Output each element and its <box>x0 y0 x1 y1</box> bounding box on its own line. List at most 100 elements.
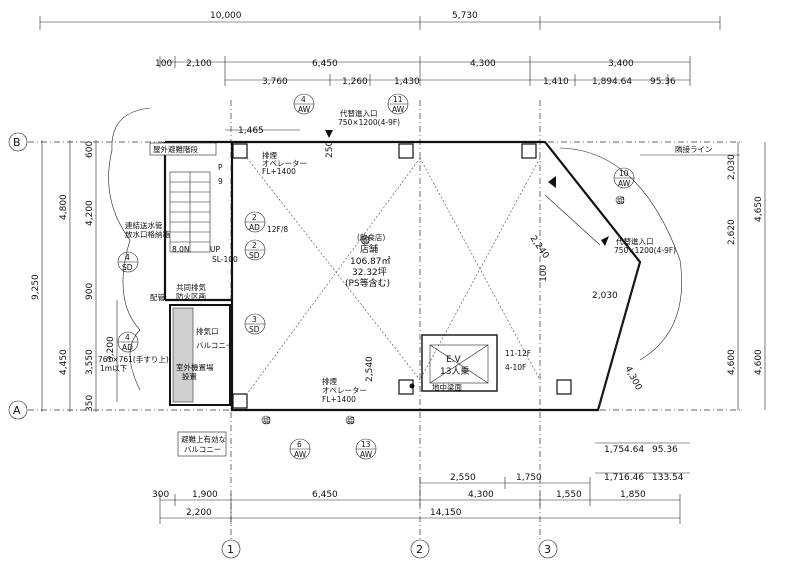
dim-left-7: 3,550 <box>85 349 95 375</box>
svg-text:3: 3 <box>252 315 257 324</box>
dim-left-8: 350 <box>85 395 95 412</box>
dim-bot-1: 2,550 <box>450 473 476 483</box>
left-dimensions: 9,250 4,800 4,450 600 4,200 900 3,550 35… <box>31 140 118 412</box>
dim-bot-3: 300 <box>152 490 169 500</box>
store-diagonals <box>246 157 541 395</box>
dim-left-9: 3,200 <box>106 336 116 362</box>
exterior-stair-box <box>149 142 217 156</box>
dim-top-11: 1,410 <box>543 77 569 87</box>
dim-top-3: 100 <box>155 59 172 69</box>
dim-int-3: 2,030 <box>592 291 618 301</box>
dim-bot-10: 14,150 <box>430 508 462 518</box>
operator-top-1: 排煙 <box>262 150 277 160</box>
pipe-note-2: 共同排気 <box>176 282 206 292</box>
svg-text:4: 4 <box>125 333 130 342</box>
sl-note: SL-100 <box>212 255 238 264</box>
svg-text:6: 6 <box>297 440 302 449</box>
dim-left-5: 4,200 <box>85 200 95 226</box>
level-1: 8.0N <box>172 245 190 254</box>
svg-text:SD: SD <box>249 325 260 334</box>
store-type: (飲食店) <box>357 232 385 242</box>
svg-text:AW: AW <box>618 179 631 188</box>
dim-top-2: 5,730 <box>452 11 478 21</box>
top-dimensions: 10,000 5,730 100 2,100 6,450 4,300 3,400… <box>39 11 721 136</box>
exterior-stair-label: 屋外避難階段 <box>153 144 198 154</box>
entry-right-title: 代替進入口 <box>616 236 654 246</box>
dim-top-7: 3,400 <box>608 59 634 69</box>
grid-label-b: B <box>13 136 21 149</box>
dim-top-5: 6,450 <box>312 59 338 69</box>
dim-bot-9: 2,200 <box>186 508 212 518</box>
svg-text:認: 認 <box>347 415 355 425</box>
dim-right-2: 2,620 <box>727 219 737 245</box>
ev-note: 地中梁面 <box>432 382 462 392</box>
grid-bubble-3 <box>538 539 558 559</box>
ev-floors-2: 4-10F <box>505 363 526 372</box>
dim-int-2: 100 <box>539 265 549 282</box>
elevator <box>421 334 498 392</box>
door-12f: 12F/8 <box>267 225 288 234</box>
dim-bot-12: 95.36 <box>652 445 678 455</box>
mark-4aw-top: 4AW <box>293 93 315 115</box>
operator-top-3: FL+1400 <box>262 167 296 176</box>
entry-top-title: 代替進入口 <box>340 108 378 118</box>
grid-bubble-1 <box>221 539 241 559</box>
svg-text:2: 2 <box>252 213 257 222</box>
dim-bot-8: 1,850 <box>620 490 646 500</box>
ac-note-1: 室外機置場 <box>176 362 214 372</box>
dim-int-5: 2,540 <box>365 356 375 382</box>
dim-right-1: 2,030 <box>727 154 737 180</box>
grid-label-a: A <box>13 404 21 417</box>
escape-balcony-2: バルコニー <box>184 445 221 454</box>
store-name: 店舗 <box>360 243 378 255</box>
ev-capacity: 13人乗 <box>440 365 469 377</box>
pipe-note-3: 防火区画 <box>176 291 206 301</box>
store-note: (PS等含む) <box>345 277 390 289</box>
dim-top-8: 3,760 <box>262 77 288 87</box>
stair <box>169 171 211 253</box>
svg-text:認: 認 <box>263 415 271 425</box>
dim-bot-2: 1,750 <box>516 473 542 483</box>
dim-bot-5: 6,450 <box>312 490 338 500</box>
right-diagonal-dim <box>544 194 601 246</box>
dim-top-12: 1,894.64 <box>592 77 632 87</box>
mark-2ad: 2AD <box>244 211 266 233</box>
dim-right-3: 4,650 <box>754 196 764 222</box>
dim-left-2: 4,800 <box>59 194 69 220</box>
mark-4sd: 4SD <box>117 251 139 273</box>
bottom-dimensions: 2,550 1,750 300 1,900 6,450 4,300 1,550 … <box>152 442 690 524</box>
handrail-note: 761×761(手すり上) <box>98 354 169 364</box>
grid-bubble-2 <box>410 539 430 559</box>
dim-bot-7: 1,550 <box>556 490 582 500</box>
dim-int-4: 4,300 <box>622 365 643 393</box>
entry-top-size: 750×1200(4-9F) <box>338 118 400 127</box>
stair-9: 9 <box>218 177 223 186</box>
dim-bot-4: 1,900 <box>192 490 218 500</box>
entry-right-size: 750×1200(4-9F) <box>614 246 676 255</box>
dim-int-1: 2,240 <box>528 234 551 261</box>
svg-text:AW: AW <box>298 105 311 114</box>
svg-text:13: 13 <box>361 440 371 449</box>
mark-2sd: 2SD <box>244 239 266 261</box>
ev-floors-1: 11-12F <box>505 349 531 358</box>
entry-triangle-1 <box>548 176 556 188</box>
stair-p: P <box>218 163 223 172</box>
balcony-label: バルコニー <box>196 341 233 350</box>
grid-label-2: 2 <box>416 543 423 556</box>
ac-note-2: 設置 <box>182 371 197 381</box>
grid-label-3: 3 <box>544 543 551 556</box>
svg-text:4: 4 <box>125 253 130 262</box>
operator-top-2: オペレーター <box>262 159 307 168</box>
dim-top-6: 4,300 <box>470 59 496 69</box>
dim-top-9: 1,260 <box>342 77 368 87</box>
escape-balcony-box <box>177 431 227 457</box>
standpipe-1: 連結送水管 <box>125 220 163 230</box>
svg-text:AW: AW <box>360 450 373 459</box>
operator-bottom-1: 排煙 <box>322 376 337 386</box>
cert-marks: 認 認 認 認 <box>261 195 625 425</box>
dim-left-3: 4,450 <box>59 349 69 375</box>
operator-bottom-3: FL+1400 <box>322 395 356 404</box>
